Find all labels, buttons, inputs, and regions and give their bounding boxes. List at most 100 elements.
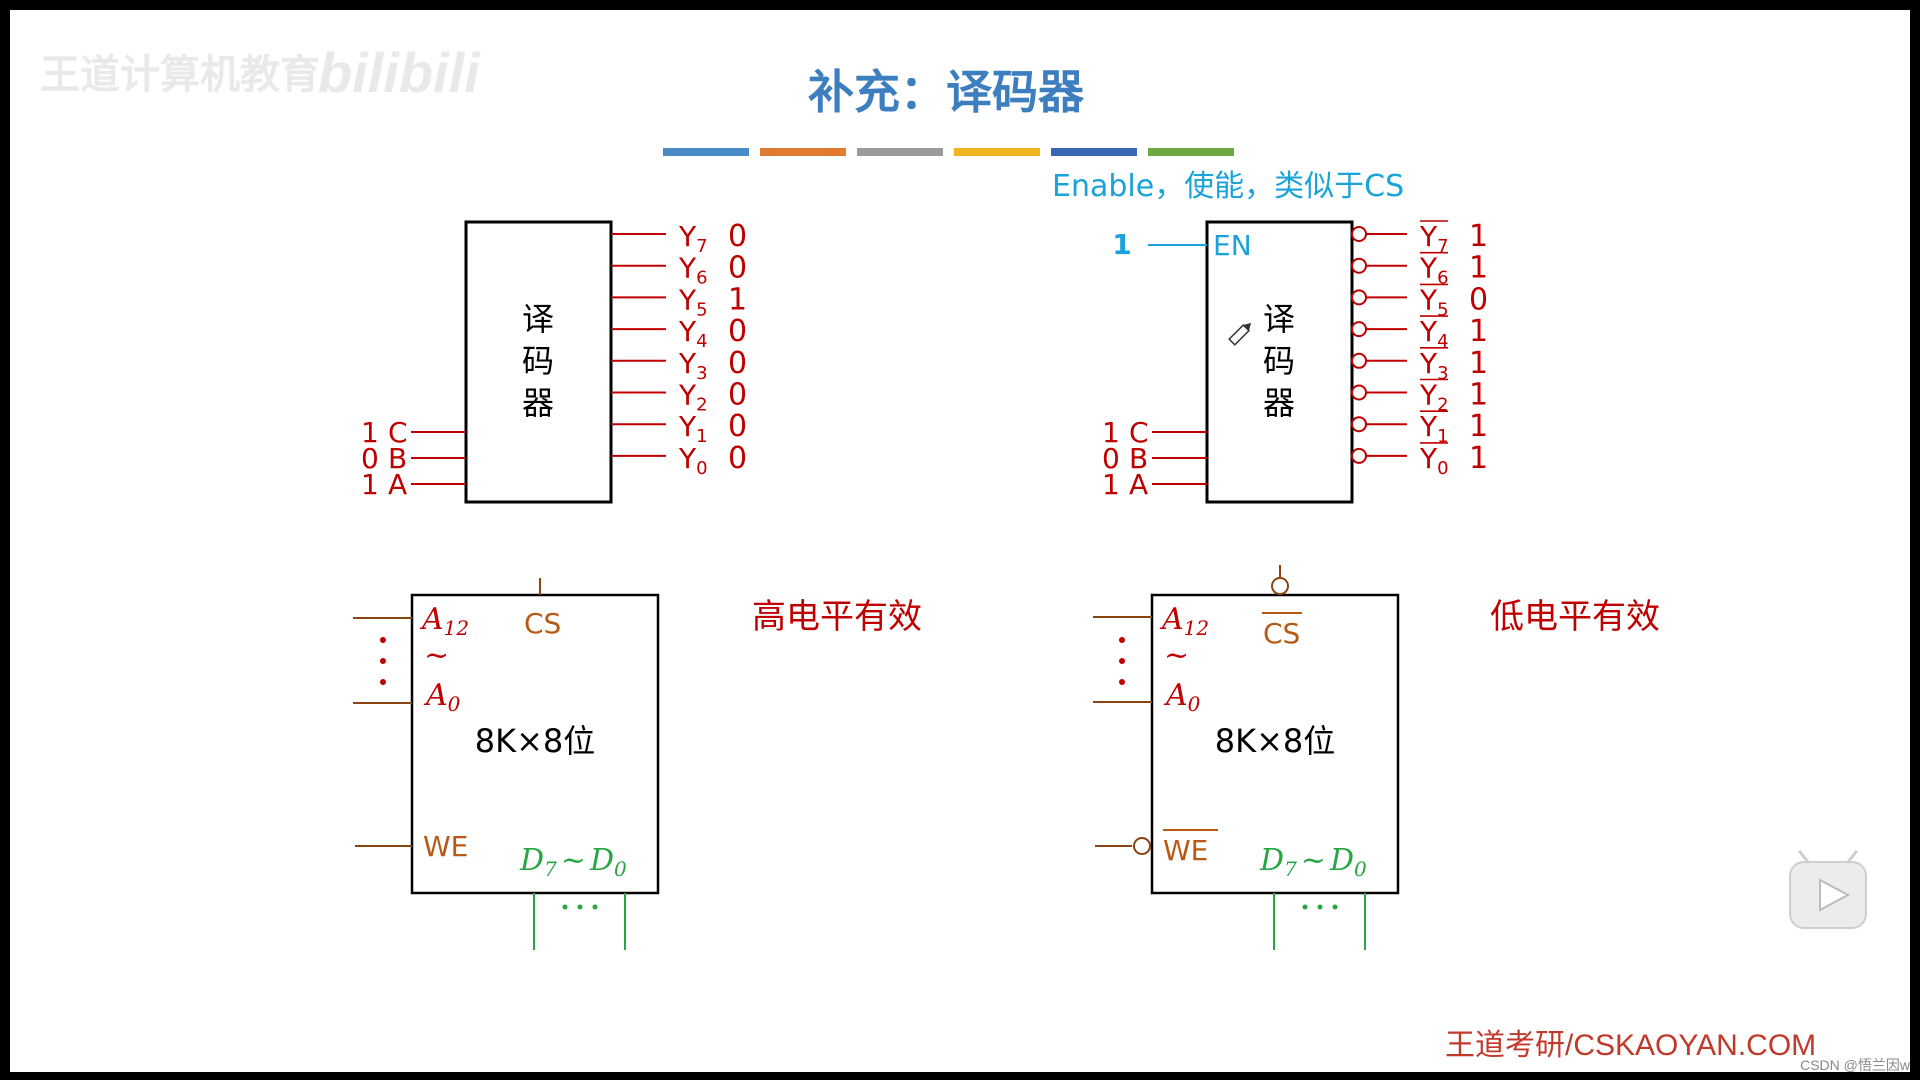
right-output-label: Y5	[1419, 283, 1449, 320]
right-decoder-char-1: 译	[1263, 300, 1295, 338]
right-input-value: 1	[1102, 468, 1120, 501]
enable-value: 1	[1112, 228, 1131, 261]
play-icon	[1819, 878, 1851, 912]
left-chip-caption: 高电平有效	[752, 597, 922, 637]
right-data-label: D7~D0	[1259, 843, 1367, 881]
left-output-value: 0	[728, 219, 747, 254]
left-output-label: Y1	[678, 410, 708, 447]
right-output-inv-bubble	[1351, 257, 1367, 274]
left-output-label: Y6	[678, 252, 708, 289]
right-output-value: 1	[1469, 314, 1488, 349]
color-bar-segment	[1051, 148, 1137, 156]
right-output-label: Y1	[1419, 410, 1449, 447]
right-addr-tilde: ~	[1164, 638, 1189, 673]
left-input-value: 0	[361, 442, 379, 475]
left-output-value: 1	[728, 282, 747, 317]
left-addr-dots	[380, 637, 386, 685]
color-bar-segment	[954, 148, 1040, 156]
right-output-value: 1	[1469, 219, 1488, 254]
left-input-value: 1	[361, 468, 379, 501]
left-addr-tilde: ~	[424, 638, 449, 673]
right-cs-bubble	[1271, 577, 1289, 595]
left-cs-label: CS	[524, 607, 561, 640]
right-addr-low-label: A0	[1163, 678, 1201, 716]
left-output-label: Y5	[678, 283, 708, 320]
left-output-label: Y4	[678, 315, 708, 352]
left-input-value: 1	[361, 416, 379, 449]
right-output-inv-bubble	[1351, 321, 1367, 338]
right-output-value: 0	[1469, 282, 1488, 317]
csdn-credit: CSDN @悟兰因w	[1800, 1057, 1911, 1073]
left-input-name: B	[388, 442, 407, 475]
left-output-label: Y0	[678, 442, 708, 479]
right-output-value: 1	[1469, 378, 1488, 413]
left-decoder-char-3: 器	[522, 384, 554, 422]
right-we-label: WE	[1163, 834, 1208, 867]
right-memory-chip: A12 ~ A0 CS 8K×8位 WE D7~D0 低电平有效	[1093, 565, 1660, 950]
left-addr-low-label: A0	[423, 678, 461, 716]
left-we-label: WE	[423, 830, 468, 863]
left-output-value: 0	[728, 441, 747, 476]
right-output-value: 1	[1469, 409, 1488, 444]
pencil-cursor-icon	[1228, 322, 1252, 346]
left-output-value: 0	[728, 409, 747, 444]
right-input-value: 1	[1102, 416, 1120, 449]
slide-title: 补充：译码器	[808, 65, 1085, 119]
left-addr-high-label: A12	[419, 602, 469, 640]
right-chip-caption: 低电平有效	[1490, 597, 1660, 637]
color-bar-segment	[857, 148, 943, 156]
right-input-name: B	[1129, 442, 1148, 475]
left-output-label: Y7	[678, 220, 708, 257]
right-output-value: 1	[1469, 251, 1488, 286]
left-output-value: 0	[728, 251, 747, 286]
play-button[interactable]	[1789, 850, 1867, 929]
right-decoder-char-2: 码	[1263, 342, 1295, 380]
right-output-inv-bubble	[1351, 384, 1367, 401]
left-output-label: Y3	[678, 347, 708, 384]
slide-background	[10, 10, 1910, 1072]
left-data-label: D7~D0	[519, 843, 627, 881]
right-output-inv-bubble	[1351, 416, 1367, 433]
left-decoder-char-2: 码	[522, 342, 554, 380]
left-memory-chip: A12 ~ A0 CS 8K×8位 WE D7~D0 高电平有效	[353, 578, 922, 950]
color-bar	[663, 148, 1234, 156]
right-input-name: C	[1129, 416, 1149, 449]
right-output-value: 1	[1469, 441, 1488, 476]
channel-watermark: 王道计算机教育	[40, 53, 320, 97]
right-output-value: 1	[1469, 346, 1488, 381]
left-output-value: 0	[728, 378, 747, 413]
right-chip-capacity: 8K×8位	[1215, 722, 1336, 760]
bilibili-watermark: bilibili	[318, 41, 481, 104]
right-data-dots	[1302, 904, 1338, 910]
color-bar-segment	[663, 148, 749, 156]
left-chip-capacity: 8K×8位	[475, 722, 596, 760]
left-input-name: A	[388, 468, 407, 501]
left-decoder-box	[464, 220, 613, 504]
footer-brand: 王道考研/CSKAOYAN.COM	[1445, 1029, 1816, 1062]
right-decoder-char-3: 器	[1263, 384, 1295, 422]
color-bar-segment	[760, 148, 846, 156]
right-output-label: Y4	[1419, 315, 1449, 352]
right-output-label: Y7	[1419, 220, 1449, 257]
left-output-label: Y2	[678, 379, 708, 416]
right-addr-dots	[1119, 637, 1125, 685]
right-output-inv-bubble	[1351, 447, 1367, 464]
right-output-label: Y6	[1419, 252, 1449, 289]
enable-note: Enable，使能，类似于CS	[1052, 169, 1404, 204]
left-output-value: 0	[728, 346, 747, 381]
right-input-name: A	[1129, 468, 1148, 501]
right-addr-high-label: A12	[1159, 602, 1209, 640]
right-output-label: Y0	[1419, 442, 1449, 479]
left-decoder-char-1: 译	[522, 300, 554, 338]
right-we-bubble	[1133, 837, 1151, 855]
right-cs-label: CS	[1263, 617, 1300, 650]
right-output-inv-bubble	[1351, 289, 1367, 306]
enable-pin-label: EN	[1213, 229, 1252, 262]
right-output-inv-bubble	[1351, 226, 1367, 242]
right-output-label: Y2	[1419, 379, 1449, 416]
